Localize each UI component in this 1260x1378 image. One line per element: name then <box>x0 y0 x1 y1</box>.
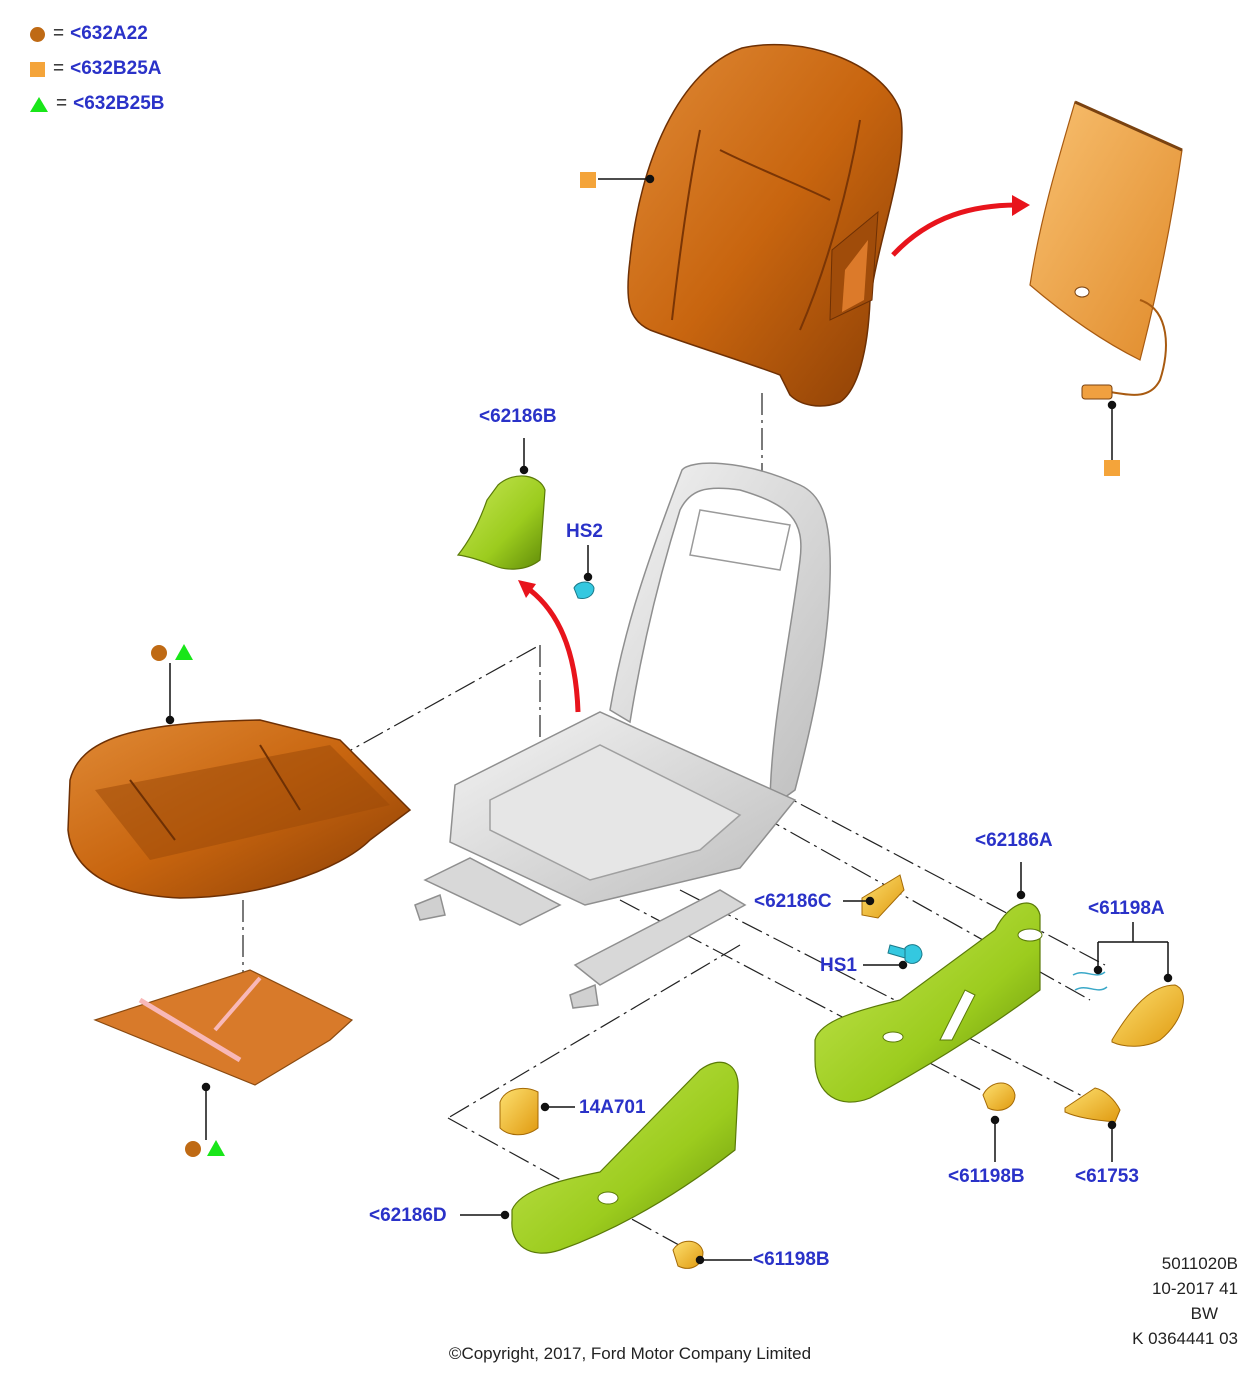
legend-code-632B25B[interactable]: <632B25B <box>73 93 165 114</box>
leader-lines <box>165 174 1173 1265</box>
callout-61198B-bottom[interactable]: <61198B <box>753 1249 830 1270</box>
legend-equals: = <box>56 93 68 114</box>
legend-equals: = <box>53 58 65 79</box>
switch-14A701[interactable] <box>499 1087 539 1136</box>
callout-14A701[interactable]: 14A701 <box>579 1097 646 1118</box>
screw-hs2[interactable] <box>573 581 595 599</box>
callout-61198B-right[interactable]: <61198B <box>948 1166 1025 1187</box>
callout-61198A[interactable]: <61198A <box>1088 898 1165 919</box>
red-arrow-heater <box>891 195 1030 257</box>
knob-61198B-bottom[interactable] <box>672 1240 704 1269</box>
wire-clip <box>1072 971 1108 991</box>
drawing-code: BW <box>1190 1304 1218 1323</box>
bracket-62186C[interactable] <box>861 874 905 919</box>
screw-hs1[interactable] <box>887 944 923 964</box>
callout-62186B[interactable]: <62186B <box>479 406 557 427</box>
callout-62186D[interactable]: <62186D <box>369 1205 447 1226</box>
legend-row-632B25B: = <632B25B <box>30 91 164 117</box>
knob-61198B-right[interactable] <box>982 1082 1016 1111</box>
legend-code-632A22[interactable]: <632A22 <box>70 23 148 44</box>
circle-icon <box>185 1141 201 1157</box>
lever-61753[interactable] <box>1064 1087 1121 1123</box>
legend-equals: = <box>53 23 65 44</box>
backrest-shield[interactable] <box>456 475 546 570</box>
inner-side-shield[interactable] <box>511 1061 739 1254</box>
callout-62186C[interactable]: <62186C <box>754 891 832 912</box>
square-icon <box>30 61 45 77</box>
outer-side-shield[interactable] <box>814 902 1043 1103</box>
square-icon <box>1104 460 1120 476</box>
knob-61198A[interactable] <box>1111 984 1184 1047</box>
callout-hs1[interactable]: HS1 <box>820 955 857 976</box>
callout-61753[interactable]: <61753 <box>1075 1166 1139 1187</box>
legend-row-632B25A: = <632B25A <box>30 56 161 82</box>
drawing-ref: 5011020B <box>1161 1254 1238 1273</box>
red-arrow-backshield <box>518 580 581 713</box>
callout-62186A[interactable]: <62186A <box>975 830 1053 851</box>
copyright-notice: ©Copyright, 2017, Ford Motor Company Lim… <box>448 1344 812 1363</box>
circle-icon <box>30 26 45 42</box>
seat-back-heater[interactable] <box>1029 100 1183 400</box>
legend-code-632B25A[interactable]: <632B25A <box>70 58 162 79</box>
callout-hs2[interactable]: HS2 <box>566 521 603 542</box>
square-icon <box>580 172 596 188</box>
legend-row-632A22: = <632A22 <box>30 21 148 47</box>
seat-frame[interactable] <box>414 462 831 1009</box>
triangle-icon <box>30 96 48 112</box>
seat-back-foam[interactable] <box>627 43 903 407</box>
seat-cushion-foam[interactable] <box>67 719 412 899</box>
drawing-date: 10-2017 41 <box>1151 1279 1238 1298</box>
triangle-icon <box>175 644 193 660</box>
drawing-part-number: K 0364441 03 <box>1132 1329 1238 1348</box>
triangle-icon <box>207 1140 225 1156</box>
seat-cushion-heater[interactable] <box>93 969 354 1086</box>
circle-icon <box>151 645 167 661</box>
